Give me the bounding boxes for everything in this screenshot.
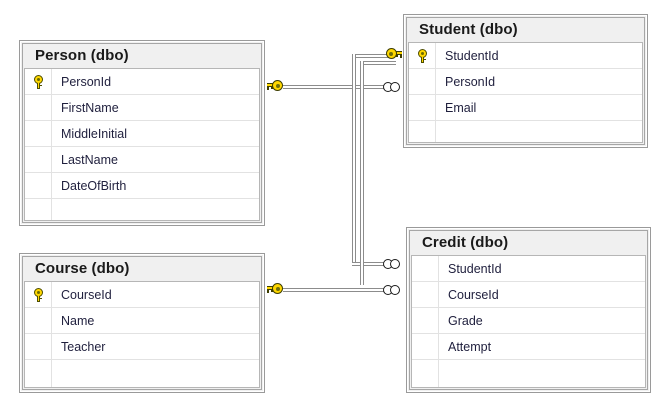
table-inner-course: Course (dbo) CourseId Name xyxy=(22,256,262,390)
column-name: DateOfBirth xyxy=(61,178,127,193)
row-gutter xyxy=(412,256,439,281)
table-grid-credit: StudentId CourseId Grade Attempt xyxy=(411,255,646,388)
row-gutter xyxy=(25,199,52,220)
column-name: CourseId xyxy=(448,287,499,302)
table-title-course: Course (dbo) xyxy=(23,257,261,281)
row-gutter xyxy=(409,95,436,120)
table-row[interactable]: Name xyxy=(25,308,259,334)
table-row[interactable]: PersonId xyxy=(25,69,259,95)
row-gutter xyxy=(25,282,52,307)
relationship-key-icon-student xyxy=(381,48,402,60)
table-empty-row[interactable] xyxy=(409,121,642,142)
table-empty-row[interactable] xyxy=(25,199,259,220)
table-grid-student: StudentId PersonId Email xyxy=(408,42,643,143)
table-row[interactable]: Attempt xyxy=(412,334,645,360)
column-name: PersonId xyxy=(61,74,112,89)
row-gutter xyxy=(412,334,439,359)
row-gutter xyxy=(409,43,436,68)
connector-course-credit-bottom[interactable] xyxy=(283,288,396,292)
connector-course-credit-vert[interactable] xyxy=(360,61,364,285)
row-gutter xyxy=(25,69,52,94)
column-name: MiddleInitial xyxy=(61,126,128,141)
table-inner-person: Person (dbo) PersonId FirstName xyxy=(22,43,262,223)
column-name: Grade xyxy=(448,313,483,328)
column-name: Teacher xyxy=(61,339,106,354)
table-row[interactable]: LastName xyxy=(25,147,259,173)
row-gutter xyxy=(412,360,439,387)
table-row[interactable]: Teacher xyxy=(25,334,259,360)
column-name: Name xyxy=(61,313,95,328)
row-gutter xyxy=(25,121,52,146)
table-row[interactable]: FirstName xyxy=(25,95,259,121)
table-row[interactable]: CourseId xyxy=(25,282,259,308)
table-row[interactable]: PersonId xyxy=(409,69,642,95)
row-gutter xyxy=(25,173,52,198)
table-node-course[interactable]: Course (dbo) CourseId Name xyxy=(19,253,265,393)
connector-student-credit-top[interactable] xyxy=(352,54,394,58)
row-gutter xyxy=(409,69,436,94)
table-node-person[interactable]: Person (dbo) PersonId FirstName xyxy=(19,40,265,226)
table-node-credit[interactable]: Credit (dbo) StudentId CourseId Grade At… xyxy=(406,227,651,393)
key-icon xyxy=(33,74,44,89)
column-name: PersonId xyxy=(445,74,496,89)
column-name: CourseId xyxy=(61,287,112,302)
key-icon xyxy=(33,287,44,302)
relationship-infinity-icon-credit-courseid xyxy=(383,285,401,295)
relationship-key-icon-person xyxy=(267,80,288,92)
table-row[interactable]: Email xyxy=(409,95,642,121)
table-grid-course: CourseId Name Teacher xyxy=(24,281,260,388)
key-icon xyxy=(417,48,428,63)
relationship-infinity-icon-credit-studentid xyxy=(383,259,401,269)
row-gutter xyxy=(25,147,52,172)
table-title-student: Student (dbo) xyxy=(407,18,644,42)
table-inner-student: Student (dbo) StudentId PersonId xyxy=(406,17,645,145)
row-gutter xyxy=(412,282,439,307)
connector-student-credit-bottom[interactable] xyxy=(352,262,396,266)
row-gutter xyxy=(409,121,436,142)
relationship-infinity-icon-student-personid xyxy=(383,82,401,92)
table-row[interactable]: Grade xyxy=(412,308,645,334)
table-row[interactable]: MiddleInitial xyxy=(25,121,259,147)
connector-person-student[interactable] xyxy=(283,85,396,89)
table-title-credit: Credit (dbo) xyxy=(410,231,647,255)
column-name: StudentId xyxy=(445,48,499,63)
table-grid-person: PersonId FirstName MiddleInitial LastNam… xyxy=(24,68,260,221)
row-gutter xyxy=(25,334,52,359)
row-gutter xyxy=(412,308,439,333)
column-name: LastName xyxy=(61,152,118,167)
column-name: StudentId xyxy=(448,261,502,276)
connector-course-credit-top[interactable] xyxy=(360,61,396,65)
table-inner-credit: Credit (dbo) StudentId CourseId Grade At… xyxy=(409,230,648,390)
connector-student-credit-vert[interactable] xyxy=(352,54,356,266)
table-row[interactable]: StudentId xyxy=(412,256,645,282)
row-gutter xyxy=(25,95,52,120)
column-name: FirstName xyxy=(61,100,119,115)
table-row[interactable]: CourseId xyxy=(412,282,645,308)
row-gutter xyxy=(25,308,52,333)
relationship-key-icon-course xyxy=(267,283,288,295)
table-empty-row[interactable] xyxy=(412,360,645,387)
table-row[interactable]: StudentId xyxy=(409,43,642,69)
table-node-student[interactable]: Student (dbo) StudentId PersonId xyxy=(403,14,648,148)
row-gutter xyxy=(25,360,52,387)
table-empty-row[interactable] xyxy=(25,360,259,387)
table-title-person: Person (dbo) xyxy=(23,44,261,68)
column-name: Attempt xyxy=(448,339,492,354)
table-row[interactable]: DateOfBirth xyxy=(25,173,259,199)
column-name: Email xyxy=(445,100,477,115)
